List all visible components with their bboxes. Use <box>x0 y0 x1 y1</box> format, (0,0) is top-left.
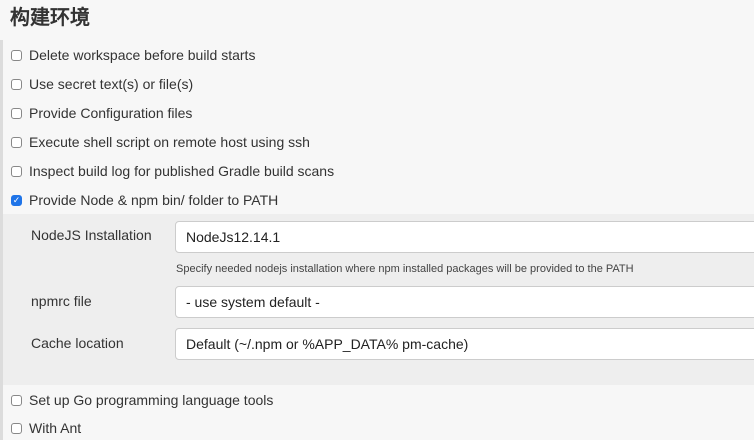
option-label: Provide Configuration files <box>29 105 193 121</box>
option-gradle-scans[interactable]: Inspect build log for published Gradle b… <box>11 161 334 181</box>
checkbox[interactable] <box>11 165 22 177</box>
checkbox[interactable] <box>11 107 22 119</box>
npmrc-file-label: npmrc file <box>31 293 92 309</box>
checkbox[interactable] <box>11 394 22 406</box>
option-label: Inspect build log for published Gradle b… <box>29 163 335 179</box>
check-icon: ✓ <box>12 194 21 205</box>
checkbox[interactable] <box>11 136 22 148</box>
build-environment-section: Delete workspace before build starts Use… <box>0 40 754 440</box>
nodejs-installation-select[interactable]: NodeJs12.14.1 <box>175 221 754 253</box>
option-label: Delete workspace before build starts <box>29 47 256 63</box>
option-node-npm[interactable]: ✓ Provide Node & npm bin/ folder to PATH <box>11 190 278 210</box>
nodejs-installation-label: NodeJS Installation <box>31 227 152 243</box>
option-label: With Ant <box>29 420 82 436</box>
option-with-ant[interactable]: With Ant <box>11 418 81 438</box>
option-label: Execute shell script on remote host usin… <box>29 134 310 150</box>
option-label: Set up Go programming language tools <box>29 392 274 408</box>
option-ssh-script[interactable]: Execute shell script on remote host usin… <box>11 132 310 152</box>
node-settings-panel: NodeJS Installation NodeJs12.14.1 Specif… <box>3 214 754 385</box>
npmrc-file-select[interactable]: - use system default - <box>175 286 754 318</box>
checkbox[interactable] <box>11 78 22 90</box>
option-label: Use secret text(s) or file(s) <box>29 76 194 92</box>
cache-location-select[interactable]: Default (~/.npm or %APP_DATA% pm-cache) <box>175 328 754 360</box>
nodejs-installation-help: Specify needed nodejs installation where… <box>176 263 634 275</box>
option-go-tools[interactable]: Set up Go programming language tools <box>11 390 273 410</box>
option-label: Provide Node & npm bin/ folder to PATH <box>29 192 279 208</box>
checkbox-checked[interactable]: ✓ <box>11 194 22 206</box>
checkbox[interactable] <box>11 49 22 61</box>
option-secret-text[interactable]: Use secret text(s) or file(s) <box>11 74 193 94</box>
checkbox[interactable] <box>11 422 22 434</box>
cache-location-label: Cache location <box>31 335 124 351</box>
option-delete-workspace[interactable]: Delete workspace before build starts <box>11 45 255 65</box>
section-title: 构建环境 <box>10 7 90 29</box>
option-config-files[interactable]: Provide Configuration files <box>11 103 192 123</box>
